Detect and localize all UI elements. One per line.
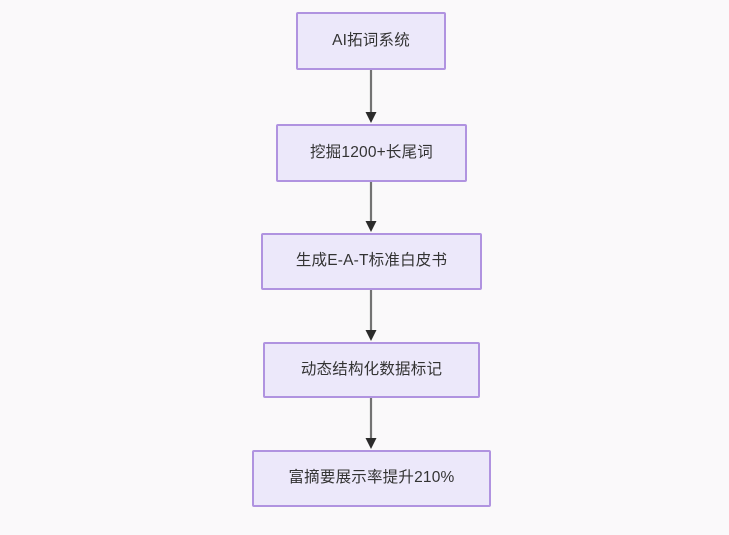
flow-node-mine-longtail-keywords[interactable]: 挖掘1200+长尾词	[276, 124, 467, 182]
flow-node-label: 挖掘1200+长尾词	[309, 143, 434, 161]
flow-node-label: 生成E-A-T标准白皮书	[295, 252, 448, 270]
flow-node-rich-snippet-impression-uplift[interactable]: 富摘要展示率提升210%	[252, 450, 491, 507]
edge-structured-data-to-rich-snippet	[365, 398, 377, 449]
edge-ai-expand-to-mine	[365, 70, 377, 123]
arrowhead-icon	[365, 438, 377, 449]
arrowhead-icon	[365, 221, 377, 232]
edge-whitepaper-to-structured-data	[365, 290, 377, 341]
flow-node-generate-eat-whitepaper[interactable]: 生成E-A-T标准白皮书	[261, 233, 482, 290]
flow-node-label: AI拓词系统	[332, 31, 410, 49]
arrowhead-icon	[365, 330, 377, 341]
arrowhead-icon	[365, 112, 377, 123]
flow-node-label: 动态结构化数据标记	[300, 360, 443, 378]
flow-node-label: 富摘要展示率提升210%	[288, 469, 455, 487]
edge-mine-to-whitepaper	[365, 182, 377, 232]
flow-node-ai-expand-system[interactable]: AI拓词系统	[296, 12, 446, 70]
flow-node-dynamic-structured-data-markup[interactable]: 动态结构化数据标记	[263, 342, 480, 398]
